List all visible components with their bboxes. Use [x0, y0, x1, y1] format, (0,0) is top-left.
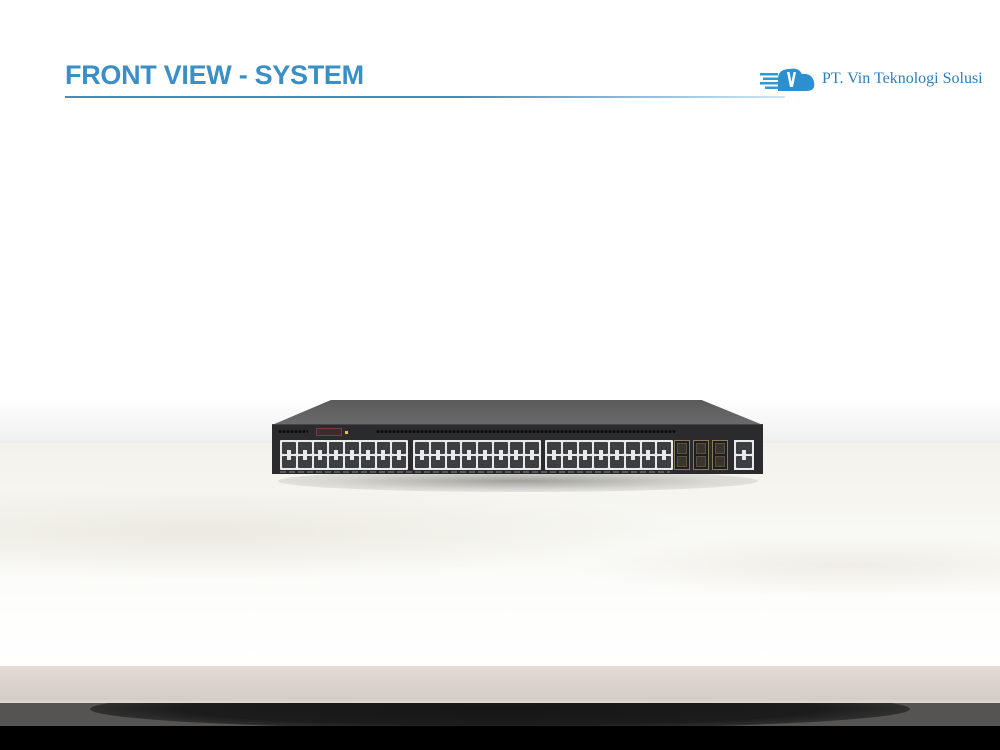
- rj45-port-icon: [547, 456, 561, 468]
- rj45-port-icon: [415, 456, 429, 468]
- rj45-port-icon: [360, 442, 375, 454]
- rj45-port-icon: [329, 456, 343, 468]
- rj45-port-icon: [392, 442, 406, 454]
- rj45-port-icon: [360, 456, 375, 468]
- rj45-port-icon: [376, 456, 391, 468]
- model-label: [316, 428, 342, 436]
- rj45-port-icon: [578, 456, 593, 468]
- sfp-cage-1: [674, 440, 690, 470]
- mgmt-port-icon: [736, 442, 752, 454]
- vent-holes: [376, 429, 676, 434]
- rj45-port-icon: [430, 442, 445, 454]
- sfp-port-icon: [696, 443, 706, 454]
- status-led-row: [278, 429, 308, 434]
- sfp-port-icon: [696, 456, 706, 467]
- rj45-port-icon: [493, 442, 508, 454]
- rj45-port-icon: [297, 442, 312, 454]
- shelf-shadow: [90, 703, 910, 726]
- sfp-port-icon: [677, 456, 687, 467]
- rj45-port-icon: [610, 456, 624, 468]
- power-led-icon: [345, 431, 348, 434]
- rj45-port-icon: [509, 442, 524, 454]
- slide-title: FRONT VIEW - SYSTEM: [65, 60, 364, 90]
- rj45-port-icon: [297, 456, 312, 468]
- cloud-v-speed-icon: [760, 65, 818, 93]
- rj45-port-icon: [562, 442, 577, 454]
- rj45-port-icon: [562, 456, 577, 468]
- rj45-port-icon: [625, 456, 640, 468]
- rj45-port-icon: [462, 456, 476, 468]
- port-number-labels: [280, 471, 670, 473]
- rj45-port-group-3: [545, 440, 673, 470]
- rj45-port-icon: [525, 442, 539, 454]
- rj45-port-icon: [415, 442, 429, 454]
- rj45-port-group-1: [280, 440, 408, 470]
- rj45-port-icon: [610, 442, 624, 454]
- sfp-cage-3: [712, 440, 728, 470]
- shelf-shadow-strip: [0, 703, 1000, 726]
- rj45-port-icon: [329, 442, 343, 454]
- switch-drop-shadow: [278, 470, 758, 492]
- rj45-port-icon: [625, 442, 640, 454]
- rj45-port-icon: [509, 456, 524, 468]
- bottom-bar: [0, 726, 1000, 750]
- switch-front-panel: [272, 424, 763, 474]
- rj45-port-icon: [594, 442, 608, 454]
- rj45-port-icon: [430, 456, 445, 468]
- management-ports: [734, 440, 754, 470]
- rj45-port-icon: [345, 456, 359, 468]
- company-logo: PT. Vin Teknologi Solusi: [760, 64, 983, 94]
- switch-chassis-top: [272, 400, 763, 425]
- shelf-surface: [0, 443, 1000, 666]
- rj45-port-icon: [478, 442, 492, 454]
- sfp-cage-2: [693, 440, 709, 470]
- rj45-port-icon: [657, 456, 671, 468]
- rj45-port-icon: [547, 442, 561, 454]
- rj45-port-icon: [641, 456, 656, 468]
- rj45-port-icon: [462, 442, 476, 454]
- rj45-port-icon: [446, 442, 461, 454]
- sfp-port-icon: [677, 443, 687, 454]
- sfp-port-icon: [715, 456, 725, 467]
- rj45-port-icon: [376, 442, 391, 454]
- sfp-port-icon: [715, 443, 725, 454]
- rj45-port-icon: [446, 456, 461, 468]
- rj45-port-group-2: [413, 440, 541, 470]
- rj45-port-icon: [657, 442, 671, 454]
- rj45-port-icon: [478, 456, 492, 468]
- company-name: PT. Vin Teknologi Solusi: [822, 70, 983, 87]
- rj45-port-icon: [525, 456, 539, 468]
- rj45-port-icon: [282, 442, 296, 454]
- shelf-edge: [0, 666, 1000, 703]
- rj45-port-icon: [493, 456, 508, 468]
- console-port-icon: [736, 456, 752, 468]
- title-divider: [65, 96, 785, 98]
- rj45-port-icon: [594, 456, 608, 468]
- rj45-port-icon: [313, 442, 328, 454]
- rj45-port-icon: [392, 456, 406, 468]
- rj45-port-icon: [313, 456, 328, 468]
- rj45-port-icon: [578, 442, 593, 454]
- rj45-port-icon: [641, 442, 656, 454]
- rj45-port-icon: [282, 456, 296, 468]
- rj45-port-icon: [345, 442, 359, 454]
